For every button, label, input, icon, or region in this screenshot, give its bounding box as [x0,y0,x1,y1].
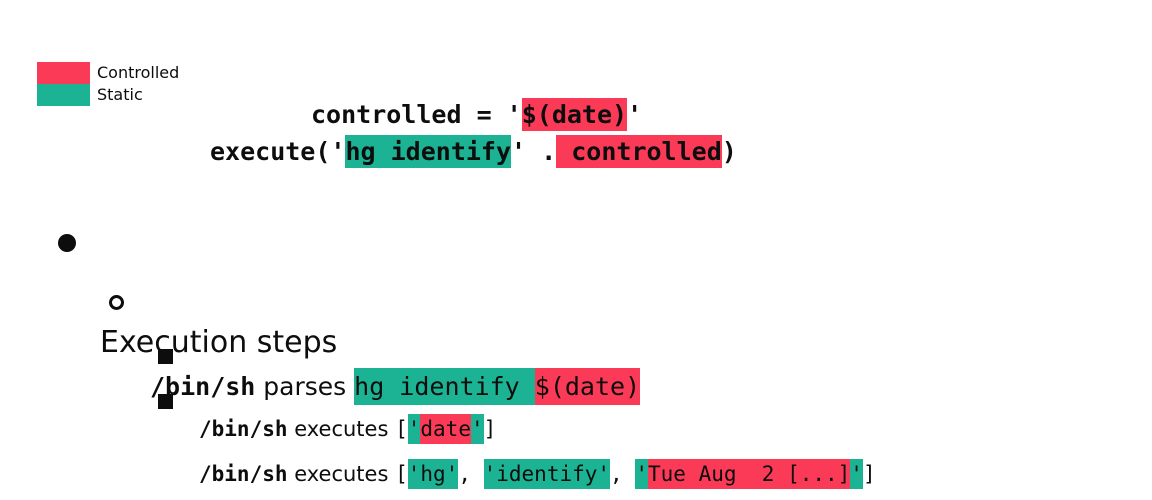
code-segment-controlled: $(date) [521,98,628,131]
code-segment-static: ' [850,459,863,489]
bullet-text: /bin/sh executes ['hg', 'identify', 'Tue… [0,459,1152,489]
square-bullet-marker [158,349,173,364]
controlled-color-swatch [37,62,90,84]
bullet-execution-steps: Execution steps [0,220,1152,430]
code-segment-controlled: Tue Aug 2 [...] [648,459,851,489]
text-segment: ' . [511,137,557,166]
text-segment: parses [255,372,355,401]
text-segment: executes [287,417,396,441]
code-segment-controlled: controlled [556,135,722,168]
text-segment: [ [395,417,408,441]
text-segment: executes [287,462,396,486]
text-segment: Execution steps [100,325,338,360]
bullet-text: /bin/sh executes ['date'] [0,414,1152,444]
code-segment-static: 'hg' [407,459,459,489]
text-segment: ) [721,137,737,166]
static-color-swatch [37,84,90,106]
bullet-text: Execution steps [0,325,1152,360]
code-segment-controlled: $(date) [534,368,641,405]
code-segment-static: hg identify [354,368,535,405]
text-segment: , [610,462,636,486]
code-highlight-legend: Controlled Static [37,62,179,106]
legend-swatches [37,62,90,106]
text-segment: /bin/sh [199,462,288,486]
text-segment: ' [627,100,643,129]
code-line-controlled-assignment: controlled = '$(date)' [311,98,643,131]
code-segment-static: 'identify' [483,459,611,489]
code-segment-static: ' [407,414,421,444]
code-segment-controlled: date [420,414,471,444]
code-line-execute-call: execute('hg identify' . controlled) [210,135,737,168]
legend-label-controlled: Controlled [97,63,180,82]
step-executes-hg-identify: /bin/sh executes ['hg', 'identify', 'Tue… [0,390,1152,500]
bullet-text: /bin/sh parses hg identify $(date) [0,368,1152,405]
text-segment: execute(' [210,137,346,166]
legend-label-static: Static [97,85,143,104]
text-segment: ] [483,417,497,441]
code-segment-static: hg identify [345,135,512,168]
circle-bullet-marker [109,295,124,310]
text-segment: controlled = ' [311,100,522,129]
code-segment-static: ' [470,414,484,444]
text-segment: , [458,462,484,486]
square-bullet-marker [158,394,173,409]
text-segment: /bin/sh [199,417,288,441]
legend-labels: Controlled Static [97,62,179,106]
text-segment: [ [395,462,408,486]
sub-bullet-binsh-parses: /bin/sh parses hg identify $(date) [0,285,1152,459]
code-segment-static: ' [635,459,648,489]
text-segment: ] [862,462,876,486]
disc-bullet-marker [58,234,76,252]
step-executes-date: /bin/sh executes ['date'] [0,345,1152,489]
